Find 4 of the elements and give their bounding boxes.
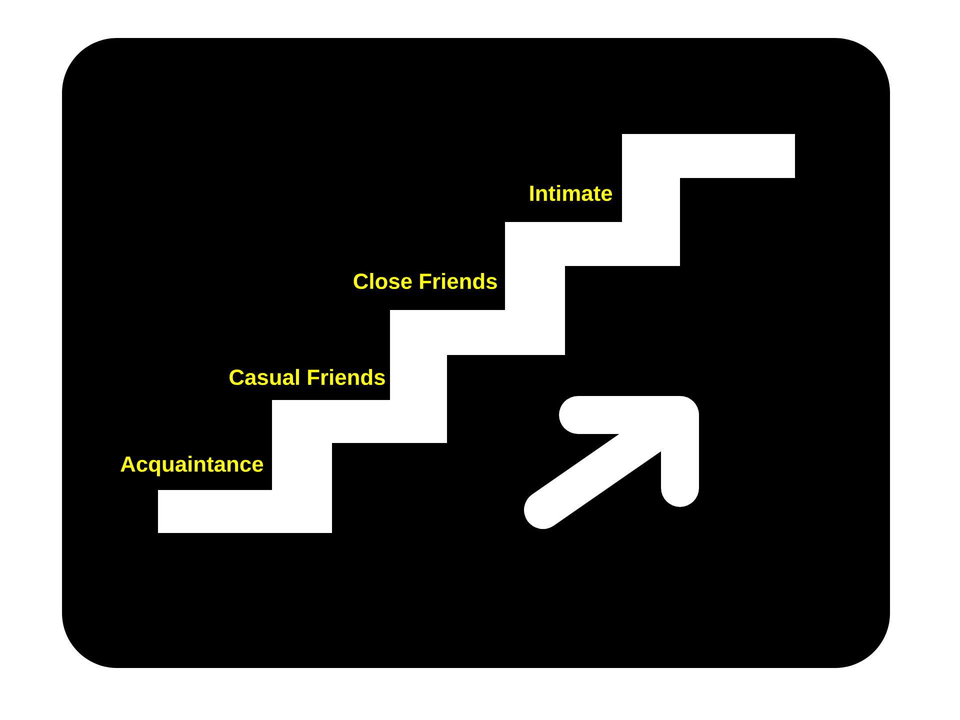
step-label: Close Friends	[354, 272, 497, 290]
step-label: Casual Friends	[230, 368, 385, 386]
step-label: Acquaintance	[120, 456, 264, 476]
step-label: Intimate	[530, 184, 612, 202]
